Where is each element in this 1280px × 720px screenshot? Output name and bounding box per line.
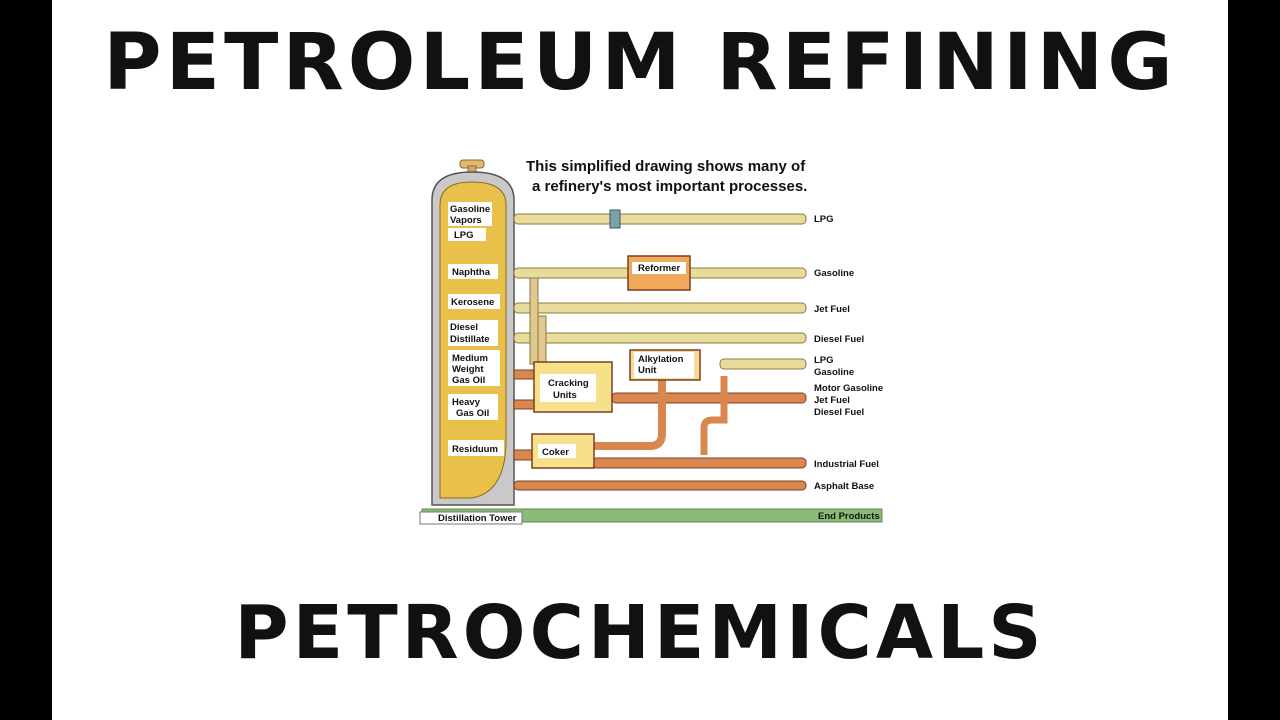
reformer-label: Reformer — [638, 263, 681, 274]
tower-label: Distillation Tower — [438, 513, 517, 524]
product-lpg: LPG — [814, 214, 834, 225]
fraction-naphtha: Naphtha — [452, 267, 491, 278]
pipe-alkylation-return — [700, 376, 728, 455]
page-title: PETROLEUM REFINING — [103, 18, 1177, 108]
fraction-gasoline-2: Vapors — [450, 215, 482, 226]
diagram-caption-line1: This simplified drawing shows many of — [526, 158, 806, 175]
pipe-industrial-fuel — [591, 457, 807, 469]
coker-label-box — [538, 444, 576, 458]
fraction-diesel-2: Distillate — [450, 334, 490, 345]
fraction-medium-2: Weight — [452, 364, 484, 375]
fraction-box-kerosene — [448, 294, 500, 309]
slide-canvas: PETROLEUM REFINING This simplified drawi… — [52, 0, 1228, 720]
cracking-label-box — [540, 374, 596, 402]
product-asphalt-base: Asphalt Base — [814, 481, 874, 492]
pipe-lpg-gasoline — [719, 358, 807, 370]
fraction-box-medium — [448, 350, 500, 386]
pipe-asphalt-base — [513, 480, 807, 491]
reformer-label-box — [632, 262, 686, 274]
fraction-box-diesel — [448, 320, 498, 346]
tower-label-box — [419, 511, 523, 525]
fraction-box-heavy — [448, 394, 498, 420]
fraction-diesel-1: Diesel — [450, 322, 478, 333]
refinery-diagram: This simplified drawing shows many of a … — [419, 158, 883, 525]
pipe-vertical-feed — [529, 277, 539, 365]
end-products-label: End Products — [818, 511, 880, 522]
pipe-lpg-valve — [609, 209, 621, 229]
product-lpg-2: LPG — [814, 355, 834, 366]
page-subtitle: PETROCHEMICALS — [234, 590, 1046, 676]
product-industrial-fuel: Industrial Fuel — [814, 459, 879, 470]
product-diesel-fuel-2: Diesel Fuel — [814, 407, 864, 418]
product-gasoline-2: Gasoline — [814, 367, 854, 378]
fraction-kerosene: Kerosene — [451, 297, 494, 308]
pipe-jet-fuel — [513, 302, 807, 314]
product-gasoline: Gasoline — [814, 268, 854, 279]
fraction-medium-1: Medium — [452, 353, 488, 364]
fraction-medium-3: Gas Oil — [452, 375, 485, 386]
fraction-box-residuum — [448, 440, 504, 456]
product-diesel-fuel: Diesel Fuel — [814, 334, 864, 345]
alkylation-label-box — [634, 352, 694, 378]
alkylation-label-1: Alkylation — [638, 354, 684, 365]
right-letterbox — [1228, 0, 1280, 720]
pipe-diesel-fuel — [513, 332, 807, 344]
pipe-motor-gasoline — [611, 392, 807, 404]
cracking-label-1: Cracking — [548, 378, 589, 389]
alkylation-label-2: Unit — [638, 365, 657, 376]
fraction-box-gasoline — [448, 202, 492, 226]
pipe-medium-out — [513, 369, 535, 380]
pipe-vertical-feed-2 — [537, 315, 547, 365]
fraction-gasoline-1: Gasoline — [450, 204, 490, 215]
pipe-coker-to-alkylation — [594, 374, 666, 450]
pipe-lpg — [513, 213, 807, 225]
product-jet-fuel: Jet Fuel — [814, 304, 850, 315]
fraction-box-naphtha — [448, 264, 498, 279]
coker-label: Coker — [542, 447, 569, 458]
product-jet-fuel-2: Jet Fuel — [814, 395, 850, 406]
fraction-box-lpg — [448, 228, 486, 241]
fraction-lpg: LPG — [454, 230, 474, 241]
pipe-heavy-out — [513, 399, 535, 410]
cracking-label-2: Units — [553, 390, 577, 401]
product-motor-gasoline: Motor Gasoline — [814, 383, 883, 394]
left-letterbox — [0, 0, 52, 720]
fraction-heavy-1: Heavy — [452, 397, 481, 408]
fraction-residuum: Residuum — [452, 444, 498, 455]
diagram-caption-line2: a refinery's most important processes. — [532, 178, 807, 195]
fraction-heavy-2: Gas Oil — [456, 408, 489, 419]
pipe-residuum-out — [513, 449, 533, 461]
